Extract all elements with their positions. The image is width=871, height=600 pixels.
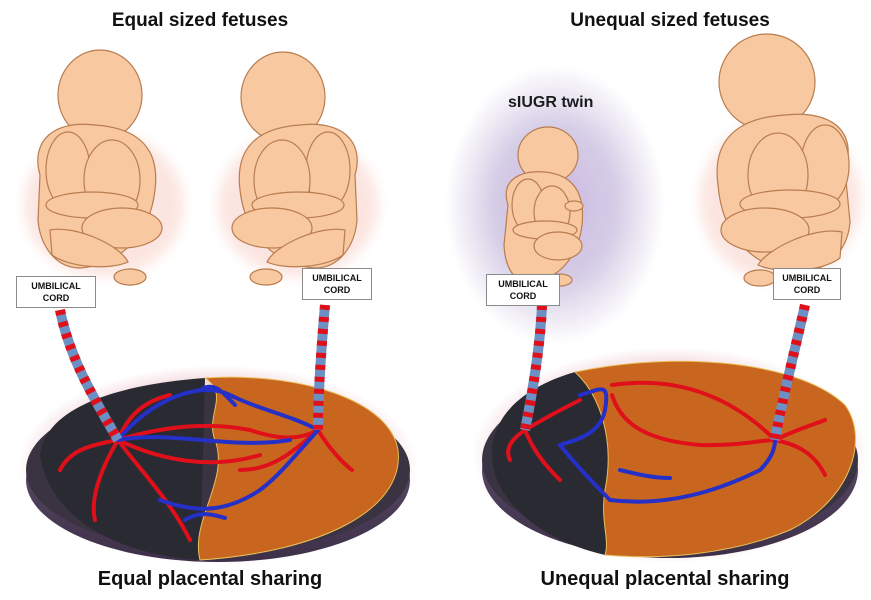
siugr-twin-label: sIUGR twin — [508, 94, 593, 112]
fetus-left-1 — [24, 50, 184, 285]
placenta-left — [18, 365, 418, 565]
left-top-title: Equal sized fetuses — [0, 10, 400, 32]
right-bottom-title: Unequal placental sharing — [460, 568, 870, 591]
fetus-right-large — [700, 34, 860, 286]
right-cord-label-2: UMBILICAL CORD — [773, 268, 841, 300]
left-cord-label-2-text: UMBILICAL CORD — [312, 273, 362, 295]
fetus-left-2 — [218, 52, 378, 285]
left-cord-label-2: UMBILICAL CORD — [302, 268, 372, 300]
right-cord-label-1: UMBILICAL CORD — [486, 274, 560, 306]
left-bottom-title: Equal placental sharing — [0, 568, 420, 591]
right-cord-label-2-text: UMBILICAL CORD — [782, 273, 832, 295]
left-cord-label-1-text: UMBILICAL CORD — [31, 281, 81, 303]
right-top-title: Unequal sized fetuses — [470, 10, 870, 32]
right-cord-label-1-text: UMBILICAL CORD — [498, 279, 548, 301]
left-cord-label-1: UMBILICAL CORD — [16, 276, 96, 308]
